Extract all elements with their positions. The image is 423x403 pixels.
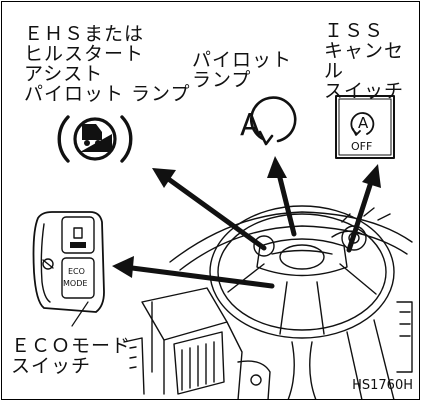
iss-switch-letter: A [358, 114, 369, 132]
arrow-to-ehs-lamp [152, 168, 267, 251]
eco-leader-line [71, 301, 89, 327]
instrument-panel [169, 207, 413, 373]
iss-cancel-switch-label: ＩＳＳ キャンセル スイッチ [324, 20, 405, 102]
pilot-lamp-icon: A [240, 96, 297, 146]
pilot-lamp-letter: A [240, 108, 261, 143]
ehs-pilot-lamp-icon [57, 115, 133, 163]
iss-cancel-switch-icon: A OFF [335, 95, 395, 159]
eco-switch-panel [32, 211, 105, 313]
eco-switch-text-line2: MODE [63, 279, 87, 288]
arrow-to-eco-switch [112, 256, 275, 289]
iss-switch-sub-label: OFF [351, 140, 372, 153]
pilot-lamp-label: パイロット ランプ [192, 49, 293, 91]
eco-mode-switch-label: ＥＣＯモード スイッチ [11, 335, 132, 377]
center-console [123, 287, 395, 399]
ehs-lamp-label: ＥＨＳまたは ヒルスタート アシスト パイロット ランプ [24, 23, 191, 105]
arrow-to-iss-switch [346, 164, 381, 253]
eco-switch-text-line1: ECO [68, 267, 85, 276]
arrow-to-pilot-lamp [267, 156, 297, 237]
figure-code: HS1760H [352, 378, 413, 393]
dashboard-illustration: A A OFF [32, 95, 413, 399]
